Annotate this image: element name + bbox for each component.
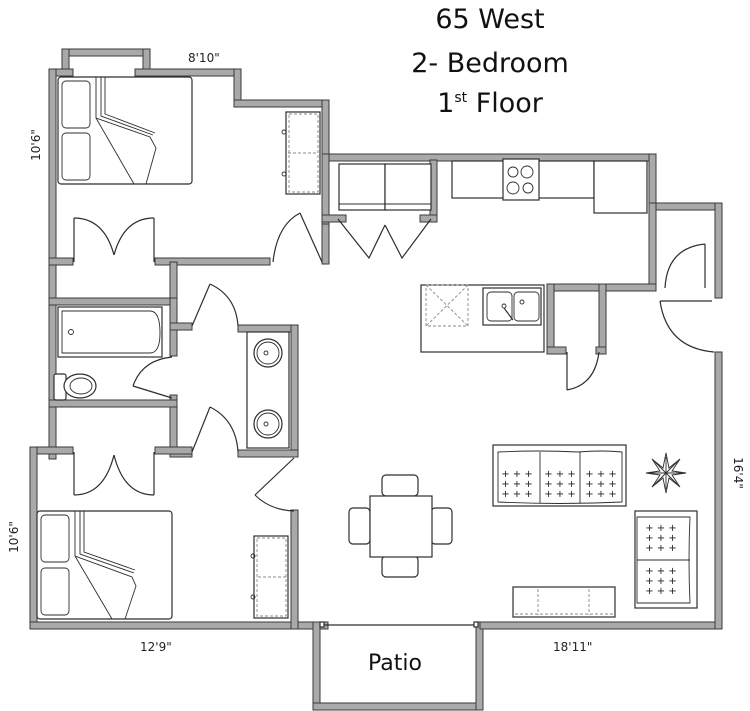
door-swing-icon bbox=[272, 212, 323, 263]
laundry bbox=[337, 163, 432, 260]
patio-label: Patio bbox=[368, 651, 422, 676]
svg-text:+ + +: + + + bbox=[645, 586, 677, 597]
floor-word: Floor bbox=[467, 88, 543, 119]
living-dining: + + + + + + + + + + + + + + + + + + + + … bbox=[348, 444, 698, 618]
plant-icon bbox=[645, 452, 687, 494]
svg-text:+ + +: + + + bbox=[645, 566, 677, 577]
svg-text:+ + +: + + + bbox=[645, 576, 677, 587]
chair-icon bbox=[381, 555, 419, 578]
svg-text:+ + +: + + + bbox=[585, 489, 617, 500]
dimension-bedroom2-width: 12'9" bbox=[140, 640, 172, 654]
svg-text:+ + +: + + + bbox=[501, 469, 533, 480]
door-swing-icon bbox=[254, 457, 295, 512]
door-swing-icon bbox=[132, 283, 239, 453]
chair-icon bbox=[348, 507, 371, 545]
floor-ordinal-suffix: st bbox=[454, 90, 468, 106]
dresser-icon bbox=[281, 111, 321, 195]
svg-text:+ + +: + + + bbox=[544, 489, 576, 500]
chair-icon bbox=[430, 507, 453, 545]
sofa-icon: + + + + + + + + + + + + + + + + + + + + … bbox=[492, 444, 627, 507]
svg-text:+ + +: + + + bbox=[501, 479, 533, 490]
svg-text:+ + +: + + + bbox=[544, 479, 576, 490]
range-stove-icon bbox=[502, 158, 540, 201]
dimension-living-width: 18'11" bbox=[553, 640, 593, 654]
bedroom-2 bbox=[36, 452, 295, 620]
dryer-icon bbox=[384, 163, 432, 211]
svg-text:+ + +: + + + bbox=[585, 479, 617, 490]
plan-title-line3: 1st Floor bbox=[380, 88, 600, 119]
pantry-door-icon bbox=[566, 351, 600, 391]
toilet-icon bbox=[53, 373, 97, 401]
patio bbox=[319, 621, 479, 628]
bed-icon bbox=[57, 76, 193, 185]
svg-text:+ + +: + + + bbox=[585, 469, 617, 480]
kitchen bbox=[420, 158, 648, 391]
media-console-icon bbox=[512, 586, 616, 618]
chair-icon bbox=[381, 474, 419, 497]
double-vanity-icon bbox=[246, 331, 290, 449]
svg-text:+ + +: + + + bbox=[645, 533, 677, 544]
plan-title-line1: 65 West bbox=[435, 4, 545, 35]
refrigerator-icon bbox=[593, 160, 648, 214]
bathtub-icon bbox=[57, 306, 163, 358]
double-sink-icon bbox=[482, 287, 542, 326]
loveseat-icon: + + + + + + + + + + + + + + + + + + bbox=[634, 510, 698, 609]
kitchen-island-icon bbox=[420, 284, 545, 353]
front-door-icon bbox=[659, 300, 715, 353]
entry bbox=[659, 243, 715, 353]
dishwasher-icon bbox=[425, 284, 469, 327]
floor-number: 1 bbox=[437, 88, 455, 119]
plan-title-line2: 2- Bedroom bbox=[411, 48, 569, 79]
washer-icon bbox=[338, 163, 386, 211]
dining-table-icon bbox=[348, 474, 453, 578]
closet-door-icon bbox=[664, 243, 706, 289]
bedroom-1 bbox=[57, 76, 323, 263]
closet-doors-icon bbox=[73, 217, 155, 262]
dresser-icon bbox=[250, 535, 289, 619]
closet-doors-icon bbox=[73, 452, 155, 496]
bathroom bbox=[53, 283, 290, 453]
walls bbox=[29, 48, 723, 711]
svg-text:+ + +: + + + bbox=[544, 469, 576, 480]
svg-text:+ + +: + + + bbox=[645, 523, 677, 534]
dimension-bedroom1-width: 8'10" bbox=[188, 51, 220, 65]
svg-text:+ + +: + + + bbox=[501, 489, 533, 500]
svg-text:+ + +: + + + bbox=[645, 543, 677, 554]
bed-icon bbox=[36, 510, 173, 620]
bifold-doors-icon bbox=[337, 218, 432, 260]
